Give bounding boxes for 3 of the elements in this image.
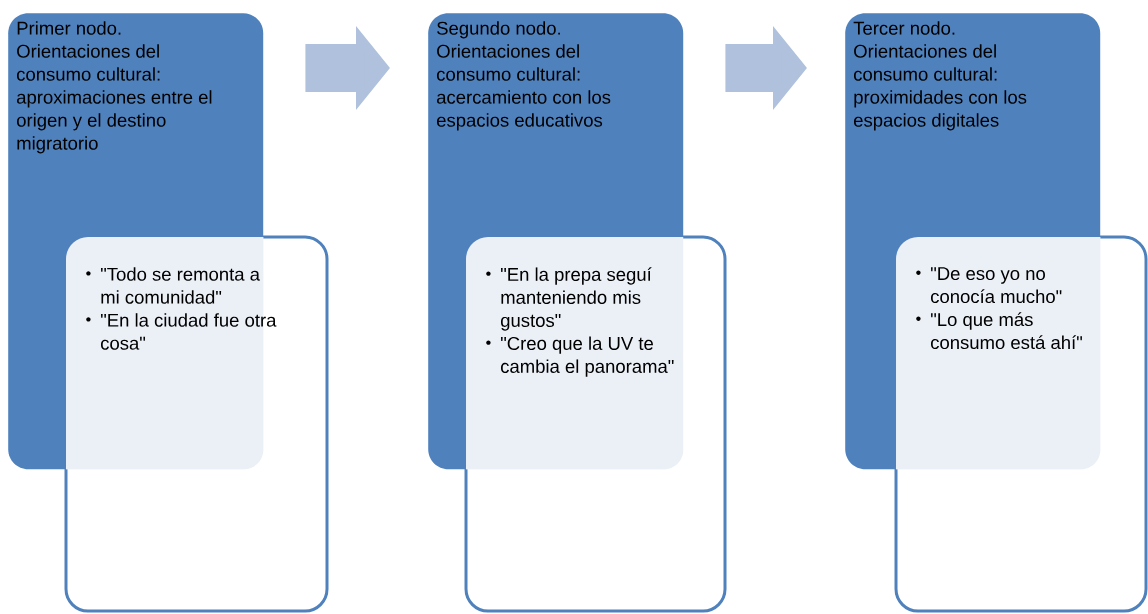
quote-box: "Todo se remonta a mi comunidad" "En la ciudad fue otra cosa" <box>64 235 329 613</box>
quote-box: "En la prepa seguí manteniendo mis gustos" "Creo que la UV te cambia el panorama" <box>464 235 727 613</box>
quote-box: "De eso yo no conocía mucho" "Lo que más consumo está ahí" <box>894 235 1148 613</box>
